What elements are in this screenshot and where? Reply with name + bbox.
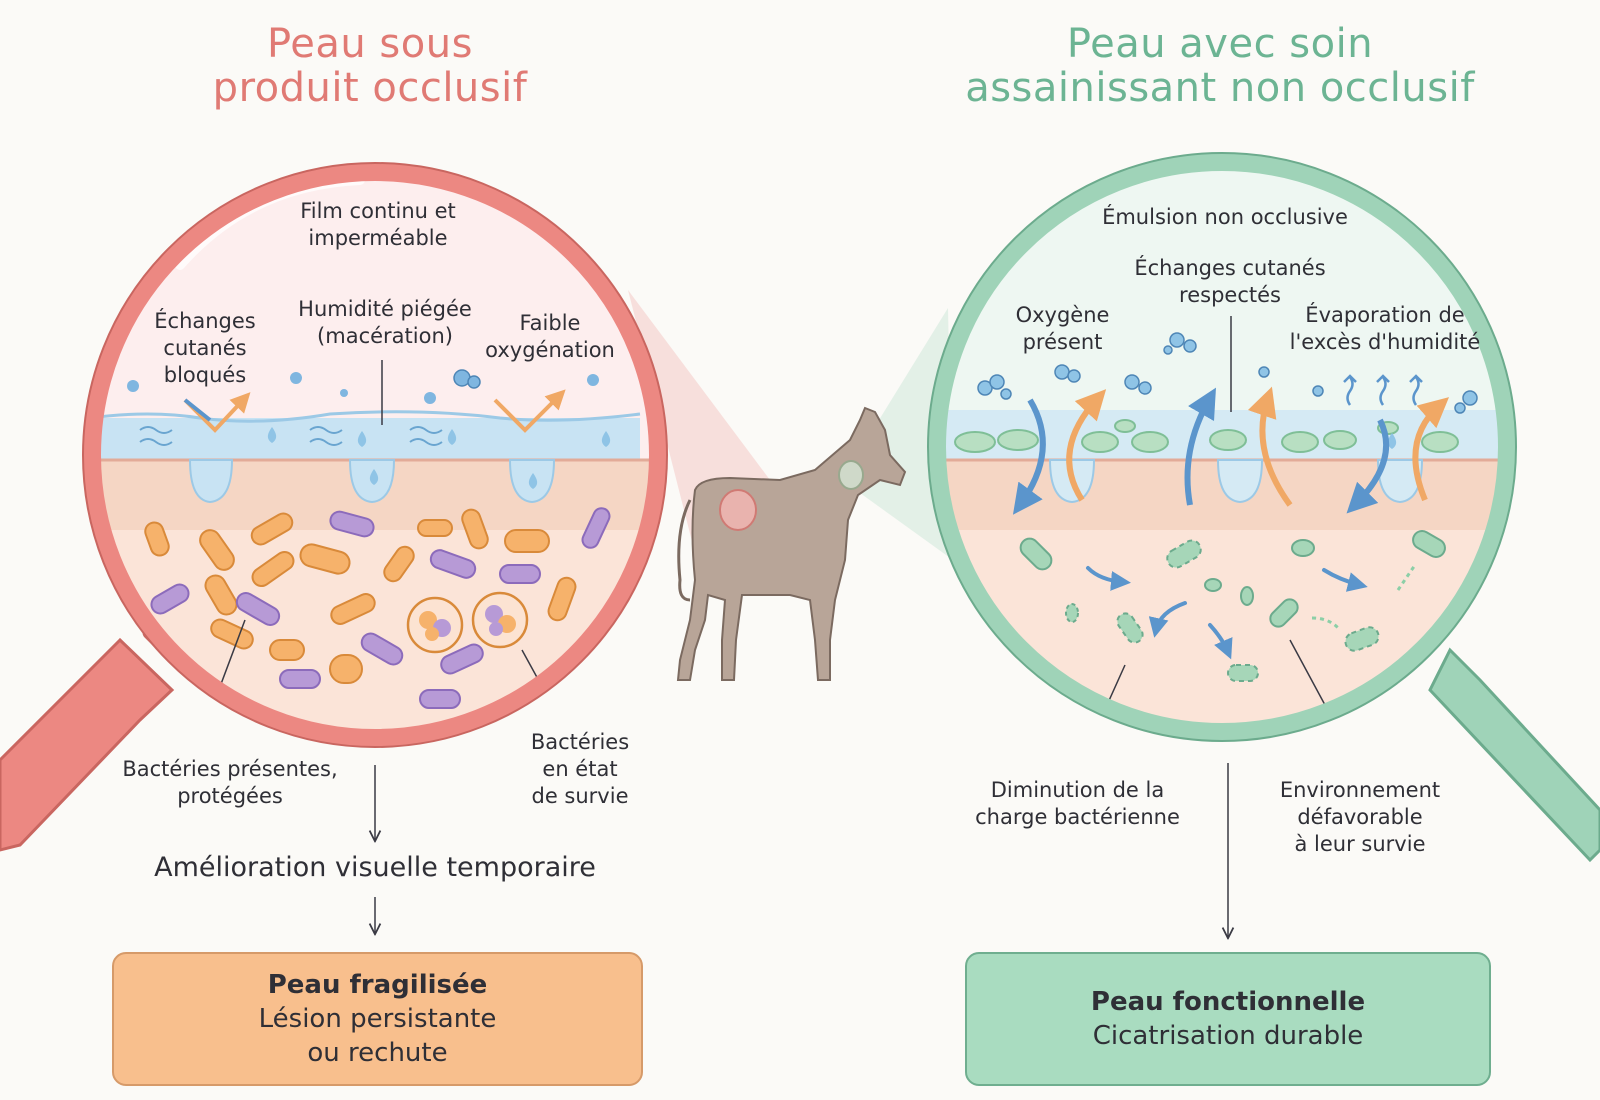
flow-arrows (375, 763, 1228, 937)
left-magnifier (0, 162, 668, 852)
label-bacteria-protected: Bactéries présentes,protégées (122, 757, 338, 808)
functional-skin-box: Peau fonctionnelle Cicatrisation durable (965, 952, 1491, 1086)
label-emulsion: Émulsion non occlusive (1102, 205, 1348, 229)
fragile-skin-box: Peau fragilisée Lésion persistante ou re… (112, 952, 643, 1086)
fragile-skin-line-2: ou rechute (307, 1038, 448, 1068)
fragile-skin-line-1: Lésion persistante (258, 1004, 497, 1034)
label-trapped-humidity: Humidité piégée(macération) (298, 297, 472, 348)
functional-skin-title: Peau fonctionnelle (1090, 987, 1366, 1017)
fragile-skin-title: Peau fragilisée (267, 970, 488, 1000)
right-lens-cone (842, 308, 953, 560)
right-magnifier (927, 152, 1600, 863)
functional-skin-line-1: Cicatrisation durable (1092, 1021, 1364, 1051)
temporary-improvement-text: Amélioration visuelle temporaire (154, 852, 596, 883)
horse-icon (676, 406, 907, 681)
